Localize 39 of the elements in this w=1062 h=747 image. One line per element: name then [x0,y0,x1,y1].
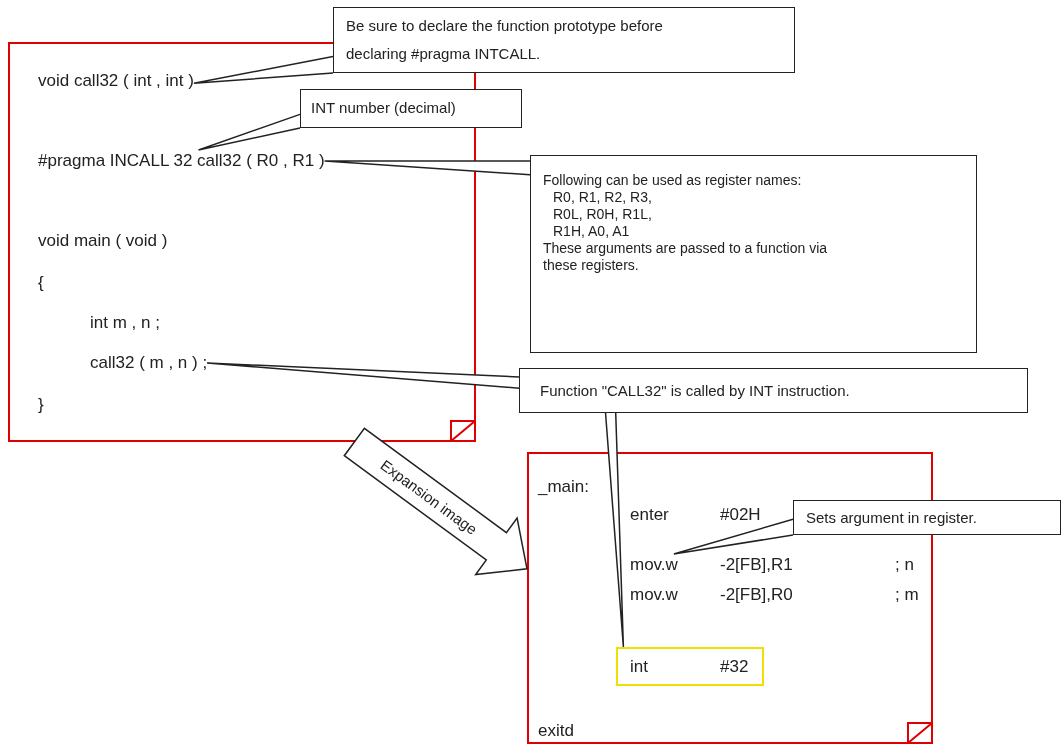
code-text: mov.w [630,584,678,606]
code-line: call32 ( m , n ) ; [90,352,208,374]
code-line: } [38,394,44,416]
code-line: void call32 ( int , int ) [38,70,194,92]
callout-box [300,89,522,128]
callout-text: Function "CALL32" is called by INT instruction. [540,381,850,401]
highlight-box [616,647,764,686]
code-line: int m , n ; [90,312,160,334]
callout-tail [197,113,301,151]
callout-box [519,368,1028,413]
callout-text: These arguments are passed to a function via these registers. [543,240,829,274]
code-text: enter [630,504,669,526]
callout-text: INT number (decimal) [311,98,456,118]
code-text: int [630,656,648,678]
code-text: ; n [895,554,914,576]
callout-box [333,7,795,73]
block-arrow [343,427,528,576]
callout-box [530,155,977,353]
callout-tail [206,362,520,389]
callout-text: R0, R1, R2, R3, R0L, R0H, R1L, R1H, A0, A1 [552,189,653,240]
callout-tail [604,412,625,648]
code-line: #pragma INCALL 32 call32 ( R0 , R1 ) [38,150,325,172]
code-text: -2[FB],R1 [720,554,793,576]
callout-text: Following can be used as register names: [543,172,803,189]
code-text: -2[FB],R0 [720,584,793,606]
callout-text: Be sure to declare the function prototype before declaring #pragma INTCALL. [346,16,664,64]
code-line: { [38,272,44,294]
code-line: exitd [538,720,574,742]
code-line: _main: [538,476,590,498]
callout-tail [193,55,334,84]
code-text: #32 [720,656,749,678]
callout-tail [323,160,531,176]
code-text: ; m [895,584,919,606]
code-text: mov.w [630,554,678,576]
callout-tail [673,518,794,555]
callout-text: Sets argument in register. [806,508,977,528]
code-line: void main ( void ) [38,230,168,252]
callout-box [793,500,1061,535]
code-text: #02H [720,504,761,526]
